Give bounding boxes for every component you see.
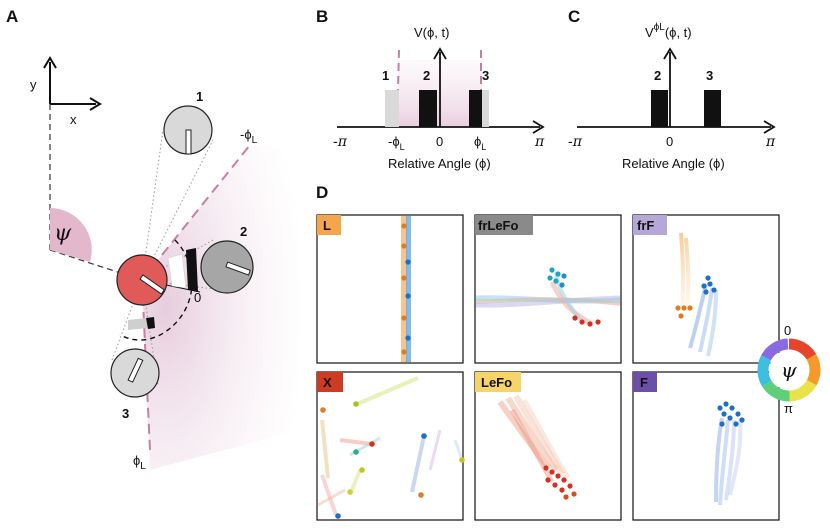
neg-phi-label: -ϕL bbox=[240, 127, 258, 146]
c-tick-pi: π bbox=[765, 134, 776, 150]
tile-F-trails bbox=[714, 401, 745, 506]
svg-text:L: L bbox=[323, 218, 331, 233]
bar-3-outside bbox=[482, 90, 489, 127]
agent-2: 2 bbox=[200, 224, 254, 294]
focal-agent bbox=[116, 254, 168, 306]
tile-X-trails bbox=[317, 376, 465, 519]
agent-1: 1 bbox=[163, 89, 213, 155]
x-axis-label: x bbox=[70, 112, 77, 127]
panel-c-label: C bbox=[568, 7, 580, 26]
b-xlabel: Relative Angle (ϕ) bbox=[388, 156, 491, 171]
tile-LeFo-trails bbox=[497, 394, 577, 500]
c-y-arrow bbox=[663, 47, 677, 60]
panel-d: D bbox=[316, 183, 821, 521]
projection-1 bbox=[128, 318, 148, 330]
bar-label-1: 1 bbox=[382, 68, 389, 83]
agent-1-label: 1 bbox=[196, 89, 203, 104]
bar-2 bbox=[419, 90, 437, 127]
tile-L bbox=[316, 214, 464, 364]
tile-tag-LeFo: LeFo bbox=[475, 372, 521, 392]
svg-text:X: X bbox=[323, 375, 332, 390]
agent-2-label: 2 bbox=[240, 224, 247, 239]
panel-d-label: D bbox=[316, 183, 328, 202]
xy-axes: y x bbox=[30, 56, 102, 127]
tile-tag-frF: frF bbox=[633, 215, 667, 235]
panel-c-title: VϕL(ϕ, t) bbox=[645, 22, 692, 40]
b-tick-pi: π bbox=[534, 134, 545, 150]
projection-2-gap bbox=[167, 253, 187, 289]
bar-1 bbox=[385, 90, 399, 127]
b-tick-neg-phi: -ϕL bbox=[388, 134, 405, 152]
b-tick-phi: ϕL bbox=[474, 134, 486, 152]
tile-tag-L: L bbox=[317, 215, 341, 235]
phi-label: ϕL bbox=[133, 453, 146, 472]
panel-b-title: V(ϕ, t) bbox=[414, 25, 449, 40]
tile-frF-trails bbox=[675, 232, 718, 357]
tile-X bbox=[316, 371, 464, 521]
vision-cone bbox=[142, 145, 300, 470]
neg-phi-limit-line bbox=[141, 144, 251, 281]
c-bar-label-2: 2 bbox=[654, 68, 661, 83]
projection-2 bbox=[186, 248, 198, 292]
tile-tag-X: X bbox=[317, 372, 343, 392]
panel-b: B V(ϕ, t) 1 2 3 -π -ϕL 0 ϕL π Relative A… bbox=[316, 7, 545, 171]
svg-text:LeFo: LeFo bbox=[481, 375, 512, 390]
svg-text:F: F bbox=[640, 375, 648, 390]
tile-frLeFo bbox=[474, 214, 622, 364]
colorwheel-top-label: 0 bbox=[784, 323, 791, 338]
bar-3 bbox=[469, 90, 485, 127]
panel-a: A y x ψ -ϕL ϕL bbox=[6, 7, 300, 472]
b-tick-zero: 0 bbox=[436, 134, 443, 149]
tile-frLeFo-trails bbox=[475, 267, 621, 327]
colorwheel-symbol: ψ bbox=[781, 358, 797, 382]
tile-tag-F: F bbox=[633, 372, 657, 392]
panel-c: C VϕL(ϕ, t) 2 3 -π 0 π Relative Angle (ϕ… bbox=[568, 7, 776, 171]
agent-3-label: 3 bbox=[122, 406, 129, 421]
svg-text:frF: frF bbox=[637, 218, 654, 233]
agent-3: 3 bbox=[110, 348, 160, 421]
tile-LeFo bbox=[474, 371, 622, 521]
projection-3 bbox=[146, 317, 155, 329]
psi-wedge bbox=[50, 208, 92, 262]
c-bar-label-3: 3 bbox=[706, 68, 713, 83]
b-tick-neg-pi: -π bbox=[333, 134, 348, 150]
c-tick-neg-pi: -π bbox=[568, 134, 583, 150]
svg-text:frLeFo: frLeFo bbox=[478, 218, 519, 233]
b-x-arrow bbox=[532, 120, 545, 134]
tile-tag-frLeFo: frLeFo bbox=[475, 215, 533, 235]
tile-F bbox=[632, 371, 780, 521]
b-y-arrow bbox=[433, 47, 447, 60]
panel-b-label: B bbox=[316, 7, 328, 26]
zero-label: 0 bbox=[194, 290, 201, 305]
bar-label-2: 2 bbox=[423, 68, 430, 83]
c-bar-2 bbox=[651, 90, 668, 127]
colorwheel-legend: ψ 0 π bbox=[757, 323, 821, 416]
c-bar-3 bbox=[704, 90, 721, 127]
c-x-arrow bbox=[763, 120, 776, 134]
psi-symbol: ψ bbox=[54, 221, 72, 246]
c-xlabel: Relative Angle (ϕ) bbox=[622, 156, 725, 171]
bar-label-3: 3 bbox=[482, 68, 489, 83]
colorwheel-bottom-label: π bbox=[784, 401, 793, 416]
panel-a-label: A bbox=[6, 7, 18, 26]
y-axis-label: y bbox=[30, 77, 37, 92]
tile-L-trails bbox=[401, 216, 411, 362]
c-tick-zero: 0 bbox=[666, 134, 673, 149]
